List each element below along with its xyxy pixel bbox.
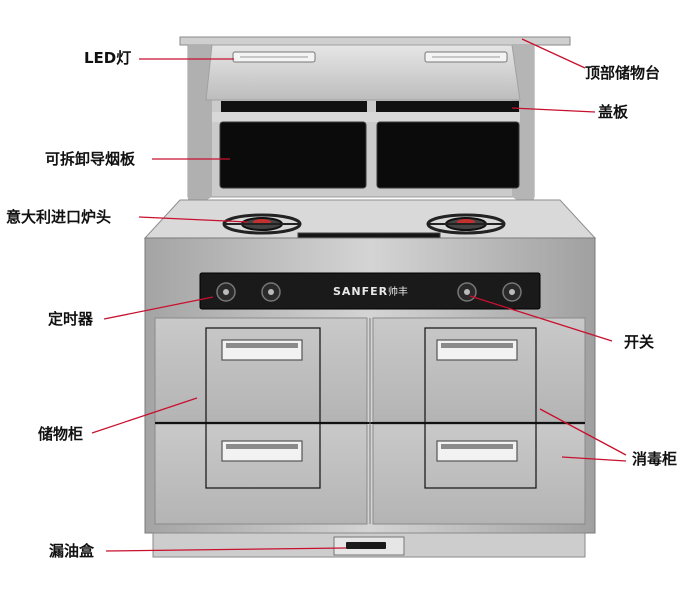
label-switch: 开关	[624, 333, 655, 351]
disinfection-handle-upper[interactable]	[436, 339, 518, 361]
storage-handle-lower[interactable]	[221, 440, 303, 462]
cooktop-surface	[143, 199, 597, 239]
leader-burner	[138, 216, 249, 223]
label-removable-baffle: 可拆卸导烟板	[45, 150, 136, 168]
disinfection-cabinet-door-upper[interactable]	[372, 317, 586, 423]
smoke-baffle-left	[219, 121, 367, 189]
label-timer: 定时器	[48, 310, 94, 328]
brand-logo-chinese: 帅丰	[388, 285, 408, 298]
control-panel	[199, 272, 541, 310]
leader-top-storage	[521, 38, 586, 69]
storage-handle-frame	[205, 327, 321, 489]
disinfection-handle-frame	[424, 327, 537, 489]
leader-cover-plate	[511, 107, 596, 113]
leader-timer	[103, 296, 214, 320]
timer-knob-left[interactable]	[216, 282, 236, 302]
storage-cabinet-door-upper[interactable]	[154, 317, 368, 423]
leader-storage	[91, 397, 198, 434]
top-storage-shelf	[179, 36, 571, 46]
label-led-light: LED灯	[84, 49, 132, 67]
leader-disinfection-b	[561, 456, 627, 462]
label-italian-burner: 意大利进口炉头	[6, 208, 112, 226]
disinfection-cabinet-door-lower[interactable]	[372, 423, 586, 525]
brand-logo: SANFER	[333, 285, 388, 298]
led-light-right	[424, 51, 508, 63]
hood-side-left	[188, 45, 212, 210]
timer-knob-right[interactable]	[502, 282, 522, 302]
cover-plate-left	[221, 101, 367, 112]
leader-lines	[91, 38, 627, 552]
leader-disinfection-a	[539, 408, 627, 456]
label-top-storage: 顶部储物台	[585, 64, 661, 82]
disinfection-handle-lower[interactable]	[436, 440, 518, 462]
label-storage-cabinet: 储物柜	[38, 425, 84, 443]
storage-handle-upper[interactable]	[221, 339, 303, 361]
leader-switch	[469, 295, 613, 342]
leader-oil-box	[105, 547, 347, 552]
burner-right	[426, 213, 506, 235]
label-oil-box: 漏油盒	[49, 542, 95, 560]
smoke-baffle-right	[376, 121, 520, 189]
label-cover-plate: 盖板	[598, 103, 629, 121]
label-disinfection-cabinet: 消毒柜	[632, 450, 678, 468]
burner-left	[222, 213, 302, 235]
switch-knob-right[interactable]	[457, 282, 477, 302]
switch-knob-left[interactable]	[261, 282, 281, 302]
cover-plate-right	[376, 101, 519, 112]
led-light-left	[232, 51, 316, 63]
storage-cabinet-door-lower[interactable]	[154, 423, 368, 525]
